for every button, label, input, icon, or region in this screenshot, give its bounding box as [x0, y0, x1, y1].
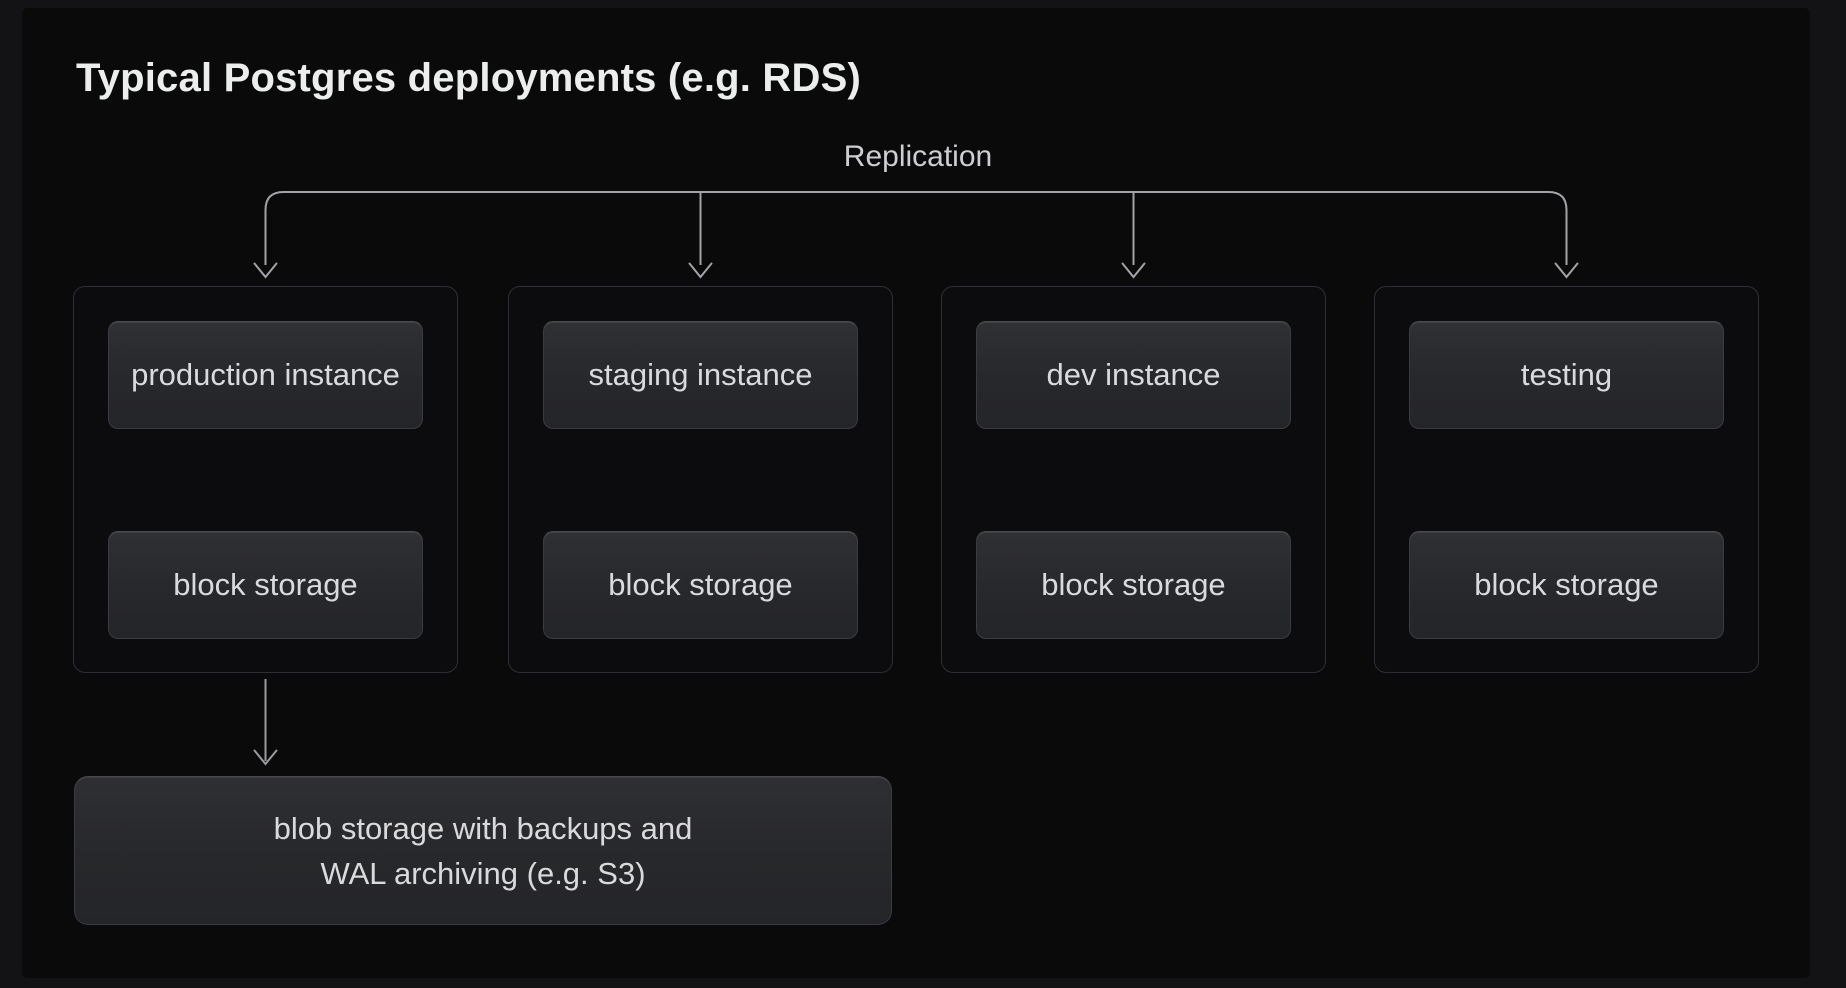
replication-label: Replication [843, 140, 993, 173]
group-dev: dev instance block storage [941, 286, 1326, 673]
blob-storage-line2: WAL archiving (e.g. S3) [320, 855, 646, 891]
node-production-instance: production instance [108, 321, 423, 429]
blob-storage-line1: blob storage with backups and [273, 810, 693, 846]
group-staging: staging instance block storage [508, 286, 893, 673]
diagram-title: Typical Postgres deployments (e.g. RDS) [76, 56, 862, 100]
node-staging-block-storage: block storage [543, 531, 858, 639]
node-staging-instance: staging instance [543, 321, 858, 429]
node-dev-block-storage: block storage [976, 531, 1291, 639]
group-production: production instance block storage [73, 286, 458, 673]
node-blob-storage: blob storage with backups and WAL archiv… [74, 776, 892, 925]
node-testing-instance: testing [1409, 321, 1724, 429]
group-testing: testing block storage [1374, 286, 1759, 673]
node-production-block-storage: block storage [108, 531, 423, 639]
node-dev-instance: dev instance [976, 321, 1291, 429]
node-testing-block-storage: block storage [1409, 531, 1724, 639]
